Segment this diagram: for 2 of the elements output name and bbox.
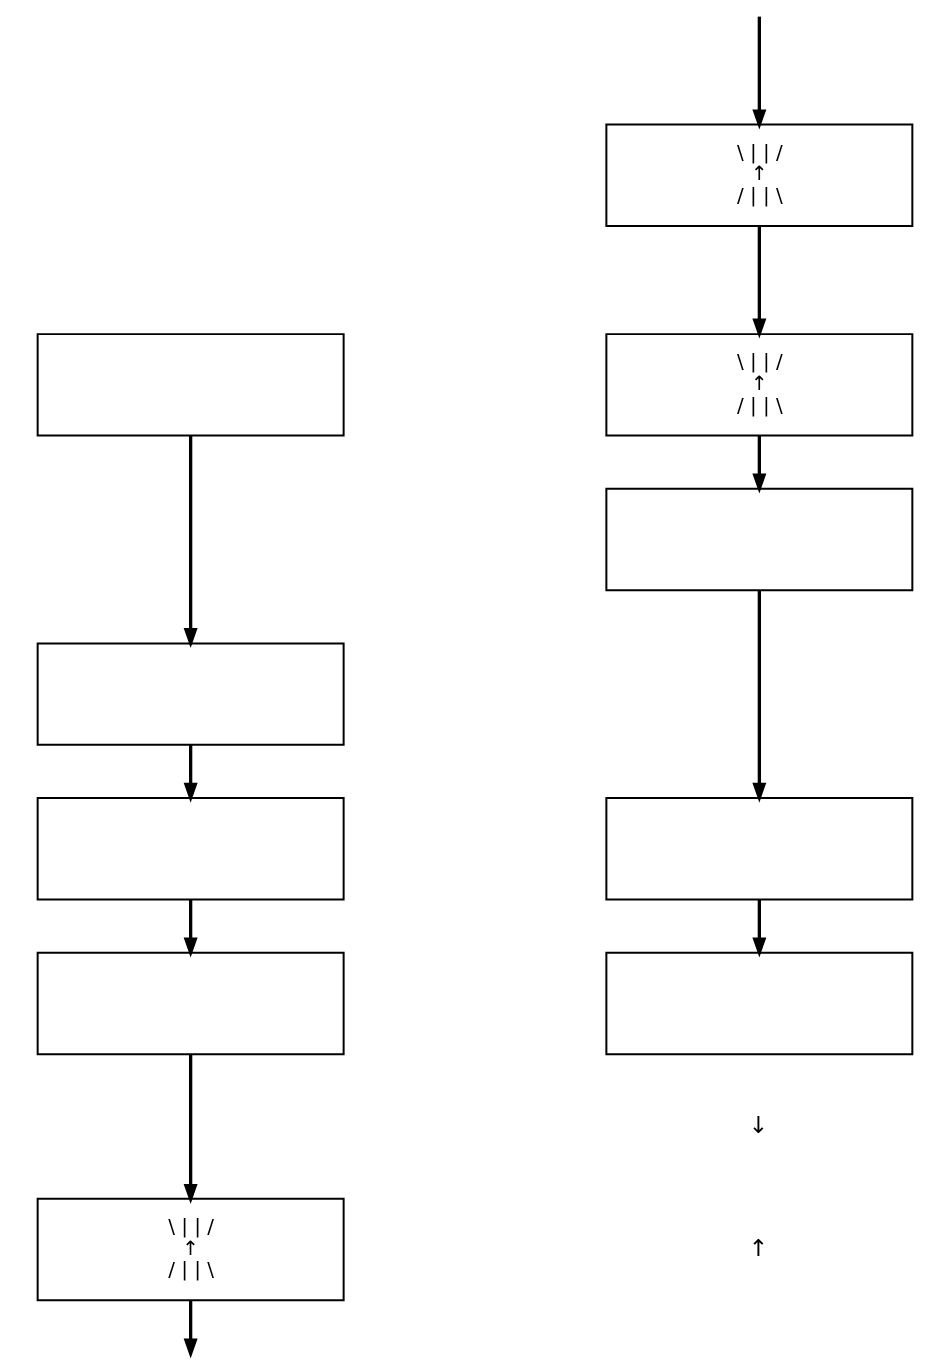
label: ↑ — [748, 1233, 769, 1261]
label: ↓ — [748, 1110, 769, 1138]
